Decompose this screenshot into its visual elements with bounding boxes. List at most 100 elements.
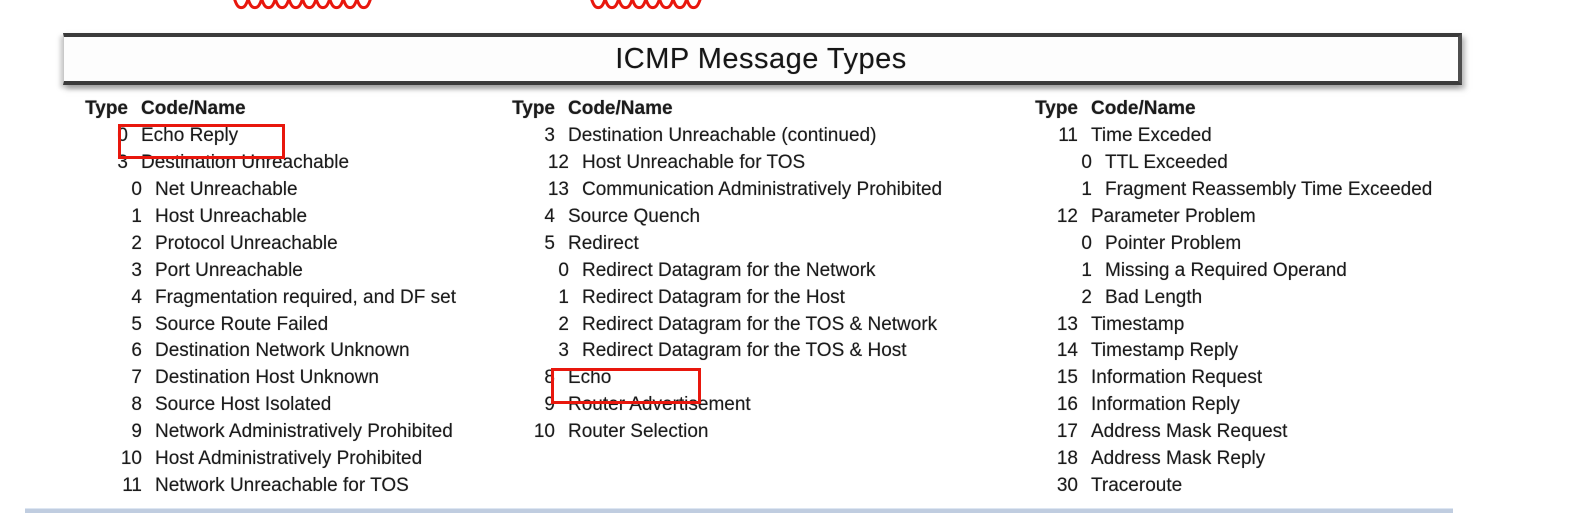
code-cell: 13 <box>1056 313 1078 335</box>
code-cell: 0 <box>558 259 569 281</box>
code-cell: 2 <box>558 313 569 335</box>
table-row: 5 Source Route Failed <box>78 311 456 338</box>
name-cell: Time Exceded <box>1091 125 1212 147</box>
type-header-label: Type <box>1035 98 1078 120</box>
code-cell: 11 <box>1058 125 1078 147</box>
table-row: 2 Protocol Unreachable <box>78 230 456 257</box>
name-cell: Traceroute <box>1091 474 1183 496</box>
table-row: 30 Traceroute <box>1028 472 1432 499</box>
code-name-header-label: Code/Name <box>568 98 673 120</box>
name-cell: Parameter Problem <box>1091 206 1256 227</box>
code-cell: 5 <box>131 313 142 335</box>
name-cell: Net Unreachable <box>155 179 298 201</box>
code-cell: 4 <box>131 286 142 308</box>
table-row: 10 Router Selection <box>505 419 942 446</box>
bottom-divider <box>25 508 1453 513</box>
name-cell: Port Unreachable <box>155 259 303 281</box>
code-cell: 1 <box>1081 259 1092 281</box>
code-cell: 3 <box>131 259 142 281</box>
name-cell: Address Mask Request <box>1091 421 1288 443</box>
name-cell: Router Selection <box>568 421 709 443</box>
code-cell: 0 <box>1081 232 1092 254</box>
code-cell: 5 <box>544 232 555 254</box>
code-cell: 15 <box>1056 367 1078 389</box>
table-row: 7 Destination Host Unknown <box>78 365 456 392</box>
name-cell: Redirect Datagram for the Network <box>582 259 876 281</box>
name-cell: Source Route Failed <box>155 313 329 335</box>
code-cell: 3 <box>544 125 555 147</box>
column-header: Type Code/Name <box>1028 96 1432 123</box>
red-squiggle-annotation <box>590 0 702 10</box>
code-cell: 4 <box>544 206 555 227</box>
code-name-header-label: Code/Name <box>141 98 246 120</box>
name-cell: Missing a Required Operand <box>1105 259 1347 281</box>
name-cell: Fragmentation required, and DF set <box>155 286 456 308</box>
code-cell: 17 <box>1056 421 1078 443</box>
code-cell: 10 <box>120 448 142 470</box>
red-squiggle-annotation <box>233 0 372 10</box>
name-cell: Address Mask Reply <box>1091 448 1266 470</box>
name-cell: Redirect <box>568 232 639 254</box>
code-cell: 30 <box>1056 474 1078 496</box>
name-cell: Source Quench <box>568 206 701 227</box>
code-cell: 10 <box>533 421 555 443</box>
name-cell: Echo Reply <box>141 125 239 147</box>
table-row: 1 Fragment Reassembly Time Exceeded <box>1028 177 1432 204</box>
code-cell: 3 <box>558 340 569 362</box>
name-cell: Timestamp <box>1091 313 1185 335</box>
code-cell: 12 <box>1056 206 1078 227</box>
table-row: 5 Redirect <box>505 230 942 257</box>
name-cell: TTL Exceeded <box>1105 152 1228 174</box>
code-cell: 1 <box>1081 179 1092 201</box>
red-highlight-box <box>118 124 285 159</box>
name-cell: Host Unreachable for TOS <box>582 152 806 174</box>
code-cell: 6 <box>131 340 142 362</box>
code-name-header-label: Code/Name <box>1091 98 1196 120</box>
table-row: 8 Echo <box>505 365 942 392</box>
table-row: 12 Parameter Problem <box>1028 204 1432 231</box>
code-cell: 7 <box>131 367 142 389</box>
table-row: 17 Address Mask Request <box>1028 419 1432 446</box>
name-cell: Redirect Datagram for the TOS & Network <box>582 313 938 335</box>
code-cell: 0 <box>117 125 128 147</box>
code-cell: 8 <box>544 367 555 389</box>
name-cell: Destination Host Unknown <box>155 367 379 389</box>
name-cell: Pointer Problem <box>1105 232 1242 254</box>
name-cell: Destination Unreachable (continued) <box>568 125 877 147</box>
name-cell: Fragment Reassembly Time Exceeded <box>1105 179 1433 201</box>
name-cell: Host Administratively Prohibited <box>155 448 423 470</box>
name-cell: Protocol Unreachable <box>155 232 338 254</box>
name-cell: Echo <box>568 367 612 389</box>
table-row: 4 Source Quench <box>505 204 942 231</box>
code-cell: 11 <box>122 474 142 496</box>
table-row: 2 Redirect Datagram for the TOS & Network <box>505 311 942 338</box>
code-cell: 2 <box>131 232 142 254</box>
title-banner: ICMP Message Types <box>63 33 1462 85</box>
name-cell: Timestamp Reply <box>1091 340 1239 362</box>
name-cell: Communication Administratively Prohibite… <box>582 179 943 201</box>
page-title: ICMP Message Types <box>615 42 907 75</box>
name-cell: Bad Length <box>1105 286 1203 308</box>
name-cell: Host Unreachable <box>155 206 308 227</box>
